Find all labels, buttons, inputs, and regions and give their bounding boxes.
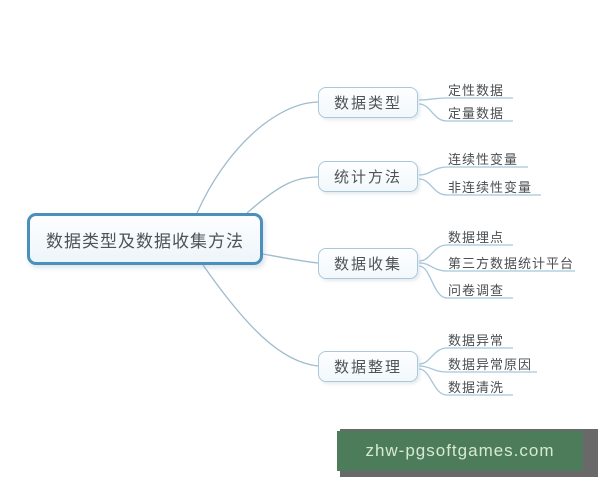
central-topic-label: 数据类型及数据收集方法: [46, 231, 244, 251]
leaf-topic[interactable]: 非连续性变量: [448, 180, 533, 195]
leaf-topic[interactable]: 数据异常原因: [448, 357, 533, 372]
branch-data-types[interactable]: 数据类型: [318, 87, 418, 118]
branch-label: 数据收集: [333, 257, 402, 273]
branch-label: 数据整理: [333, 360, 402, 376]
leaf-topic[interactable]: 数据异常: [448, 333, 505, 348]
leaf-topic[interactable]: 数据埋点: [448, 230, 505, 245]
branch-label: 数据类型: [333, 96, 402, 112]
leaf-topic[interactable]: 问卷调查: [448, 283, 505, 298]
leaf-topic[interactable]: 连续性变量: [448, 152, 519, 167]
leaf-topic[interactable]: 数据清洗: [448, 380, 505, 395]
watermark-text: zhw-pgsoftgames.com: [365, 441, 555, 460]
branch-data-collection[interactable]: 数据收集: [318, 248, 418, 279]
leaf-topic[interactable]: 第三方数据统计平台: [448, 256, 575, 271]
leaf-topic[interactable]: 定量数据: [448, 106, 505, 121]
central-topic[interactable]: 数据类型及数据收集方法: [27, 213, 263, 265]
branch-statistical-methods[interactable]: 统计方法: [318, 161, 418, 192]
leaf-topic[interactable]: 定性数据: [448, 83, 505, 98]
watermark-banner: zhw-pgsoftgames.com: [337, 431, 583, 471]
branch-label: 统计方法: [333, 170, 402, 186]
branch-data-cleanup[interactable]: 数据整理: [318, 351, 418, 382]
